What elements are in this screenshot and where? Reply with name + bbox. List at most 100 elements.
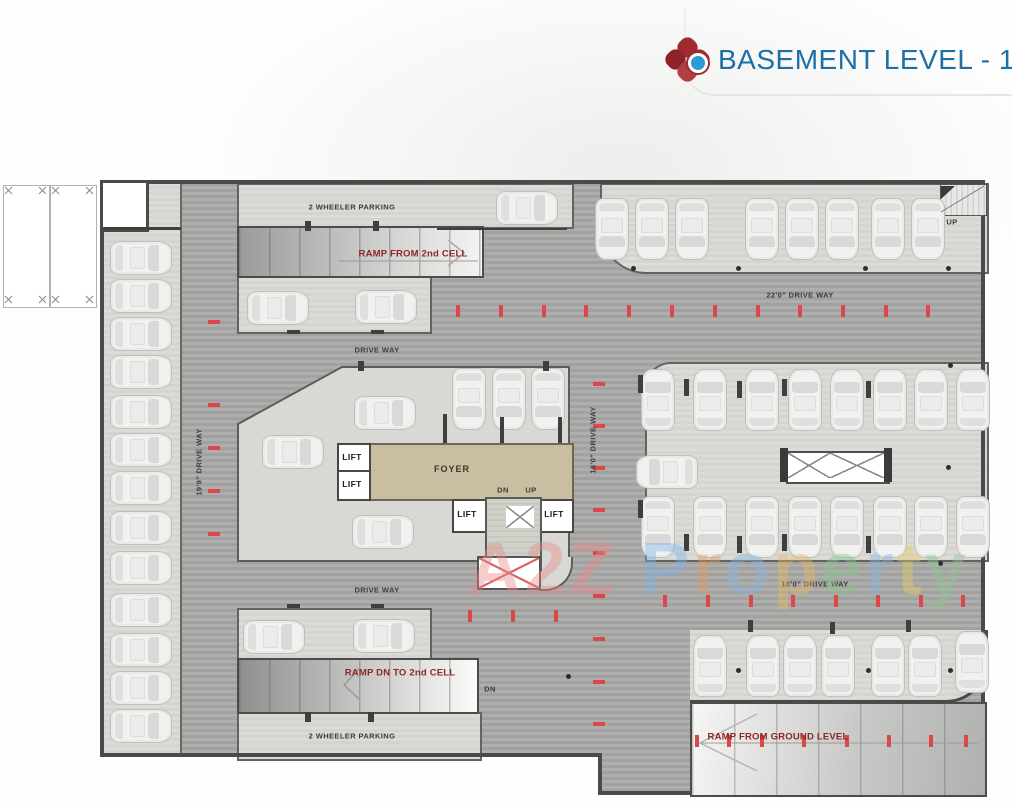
lane-marker [663,595,667,607]
parked-car [914,369,948,431]
parked-car [636,455,698,489]
label-lift-3: LIFT [457,509,477,519]
lane-marker [593,637,605,641]
label-driveway-18: 18'0" DRIVE WAY [781,579,849,589]
label-driveway-16: 16'0" DRIVE WAY [588,406,598,474]
lane-marker [964,735,968,747]
lane-marker [834,595,838,607]
shaft-cell-cross [788,453,830,478]
parked-car [908,635,942,697]
lane-marker [499,305,503,317]
parked-car [492,368,526,430]
wall-tick [358,361,364,371]
lane-marker [208,320,220,324]
parked-car [693,496,727,558]
lane-marker [798,305,802,317]
parked-car [956,369,990,431]
parked-car [693,635,727,697]
lane-marker [511,610,515,622]
parked-car [595,198,629,260]
wall-tick [638,500,643,518]
column-dot [865,667,871,673]
lane-marker [542,305,546,317]
wall-tick [500,417,504,443]
label-driveway-top: DRIVE WAY [354,345,400,355]
lane-marker [208,532,220,536]
shaft-end-cap [884,448,892,482]
wall-tick [684,379,689,396]
label-ramp-dn-2nd-cell: RAMP DN TO 2nd CELL [344,667,456,679]
lane-marker [706,595,710,607]
lane-marker [208,403,220,407]
outside-structure [50,185,97,308]
label-lift-2: LIFT [342,479,362,489]
lane-marker [468,610,472,622]
lane-marker [593,551,605,555]
lane-marker [919,595,923,607]
parked-car [110,395,172,429]
label-up-mid: UP [525,485,537,495]
column-dot [947,362,953,368]
parked-car [110,551,172,585]
parked-car [825,198,859,260]
utility-room [103,183,149,232]
label-driveway-22: 22'0" DRIVE WAY [766,290,834,300]
parked-car [355,290,417,324]
lane-marker [756,305,760,317]
wall-tick [684,534,689,551]
column-dot [945,464,951,470]
wall-tick [782,534,787,551]
lane-marker [695,735,699,747]
parked-car [110,433,172,467]
parked-car [783,635,817,697]
label-driveway-bottom: DRIVE WAY [354,585,400,595]
column-dot [937,560,943,566]
column-dot [862,265,868,271]
parked-car [354,396,416,430]
parked-car [110,593,172,627]
lane-marker [593,508,605,512]
label-foyer: FOYER [433,464,471,474]
ramp-from-ground-level [690,702,987,797]
ventilation-shaft [786,451,890,484]
column-dot [735,667,741,673]
label-lift-1: LIFT [342,452,362,462]
parked-car [641,496,675,558]
parked-car [785,198,819,260]
parked-car [243,620,305,654]
lane-marker [841,305,845,317]
lane-marker [713,305,717,317]
logo-circle-icon [688,53,708,73]
lane-marker [584,305,588,317]
parked-car [110,241,172,275]
lane-marker [670,305,674,317]
parked-car [745,198,779,260]
lane-marker [929,735,933,747]
label-dn-bottom: DN [484,684,496,694]
column-dot [947,667,953,673]
parked-car [247,291,309,325]
wall-tick [737,536,742,553]
shaft-end-cap [780,448,788,482]
lane-marker [593,722,605,726]
parked-car [873,496,907,558]
lane-marker [593,680,605,684]
parked-car [873,369,907,431]
parked-car [914,496,948,558]
lane-marker [791,595,795,607]
lane-marker [208,446,220,450]
wall-tick [906,620,911,632]
parked-car [830,369,864,431]
parked-car [635,198,669,260]
label-lift-4: LIFT [544,509,564,519]
lane-marker [593,382,605,386]
wall-tick [748,620,753,632]
parked-car [110,317,172,351]
parked-car [496,191,558,225]
parked-car [675,198,709,260]
wall-tick [287,604,300,608]
wall-tick [287,330,300,334]
up-staircase [940,184,987,216]
lane-marker [627,305,631,317]
